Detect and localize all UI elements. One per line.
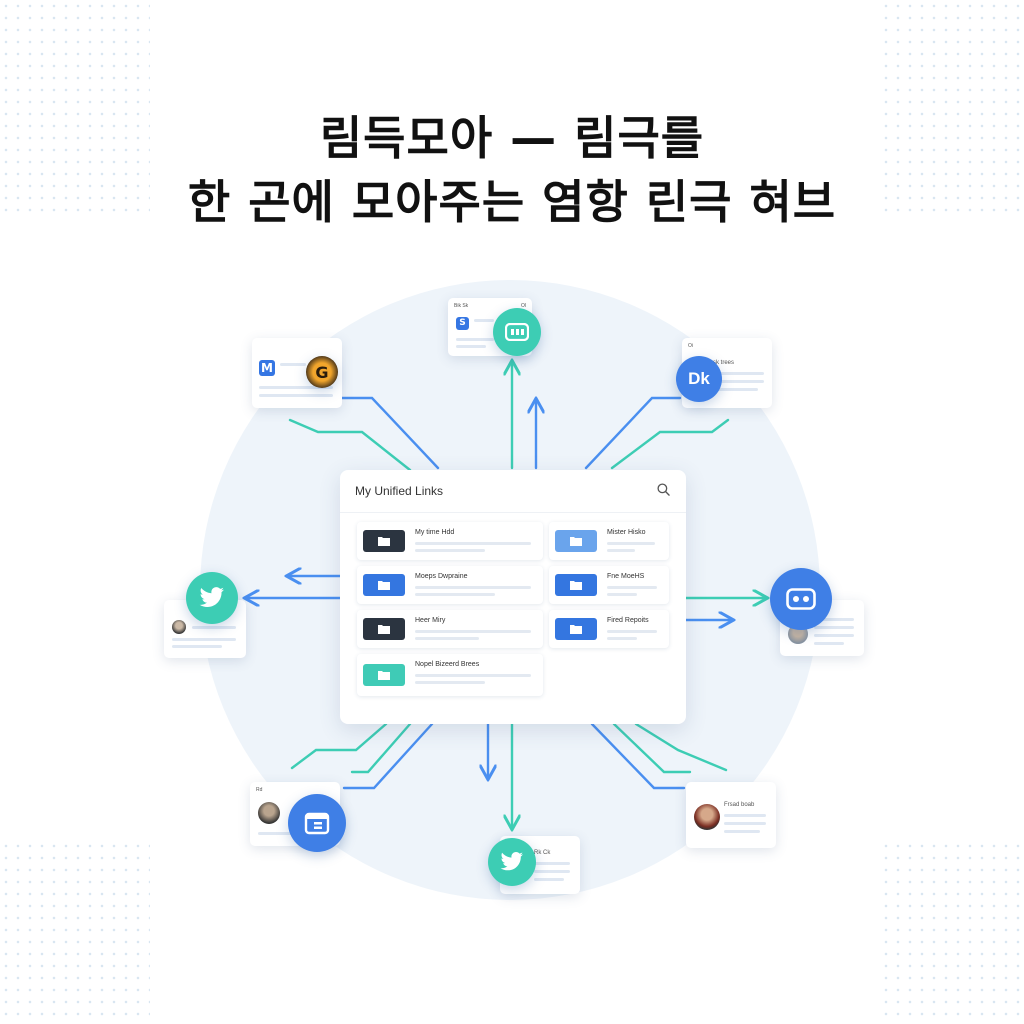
link-label: Fired Repoits xyxy=(607,617,649,624)
headline-line-2: 한 곤에 모아주는 염항 린극 혀브 xyxy=(187,175,837,229)
link-label: My time Hdd xyxy=(415,529,455,536)
folder-icon xyxy=(363,574,405,596)
folder-icon xyxy=(555,530,597,552)
link-tile[interactable]: Heer Miry xyxy=(357,610,543,648)
calendar-icon xyxy=(288,794,346,852)
connector-top-right-1 xyxy=(584,396,682,470)
folder-icon xyxy=(363,618,405,640)
avatar xyxy=(258,802,280,824)
connector-bottom-right-3 xyxy=(634,722,728,772)
link-label: Heer Miry xyxy=(415,617,446,624)
connector-top-left-1 xyxy=(338,396,440,470)
link-label: Mister Hisko xyxy=(607,529,646,536)
link-tile[interactable]: My time Hdd xyxy=(357,522,543,560)
connector-top-right-2 xyxy=(610,418,730,470)
search-icon[interactable] xyxy=(657,483,670,496)
link-tile[interactable]: Nopel Bizeerd Brees xyxy=(357,654,543,696)
folder-icon xyxy=(555,574,597,596)
connector-top-left-2 xyxy=(288,418,412,472)
avatar xyxy=(694,804,720,830)
dk-logo-icon: Dk xyxy=(676,356,722,402)
folder-icon xyxy=(363,664,405,686)
connector-bottom-left-2 xyxy=(350,722,412,774)
connector-bottom-right-1 xyxy=(590,722,686,790)
link-label: Nopel Bizeerd Brees xyxy=(415,661,480,668)
m-logo-icon: M xyxy=(259,360,275,376)
connector-bottom-left-1 xyxy=(290,722,388,770)
chat-icon xyxy=(493,308,541,356)
source-card-bottom-right[interactable]: Frsad boab xyxy=(686,782,776,848)
avatar xyxy=(172,620,186,634)
chat-icon xyxy=(770,568,832,630)
link-tile[interactable]: Fne MoeHS xyxy=(549,566,669,604)
link-tile[interactable]: Moeps Dwpraine xyxy=(357,566,543,604)
folder-icon xyxy=(555,618,597,640)
connector-bottom-left-3 xyxy=(342,722,434,790)
link-tile[interactable]: Mister Hisko xyxy=(549,522,669,560)
connector-bottom-right-2 xyxy=(612,722,692,774)
link-tile[interactable]: Fired Repoits xyxy=(549,610,669,648)
panel-header: My Unified Links xyxy=(340,470,686,513)
twitter-bird-icon xyxy=(186,572,238,624)
link-label: Fne MoeHS xyxy=(607,573,645,580)
g-logo-icon: G xyxy=(306,356,338,388)
panel-title: My Unified Links xyxy=(355,484,444,498)
s-logo-icon: S xyxy=(456,317,469,330)
headline-line-1: 림득모아 — 림극를 xyxy=(319,111,705,165)
link-label: Moeps Dwpraine xyxy=(415,573,468,580)
twitter-bird-icon xyxy=(488,838,536,886)
unified-links-panel: My Unified Links My time Hdd Mister Hisk… xyxy=(340,470,686,724)
folder-icon xyxy=(363,530,405,552)
